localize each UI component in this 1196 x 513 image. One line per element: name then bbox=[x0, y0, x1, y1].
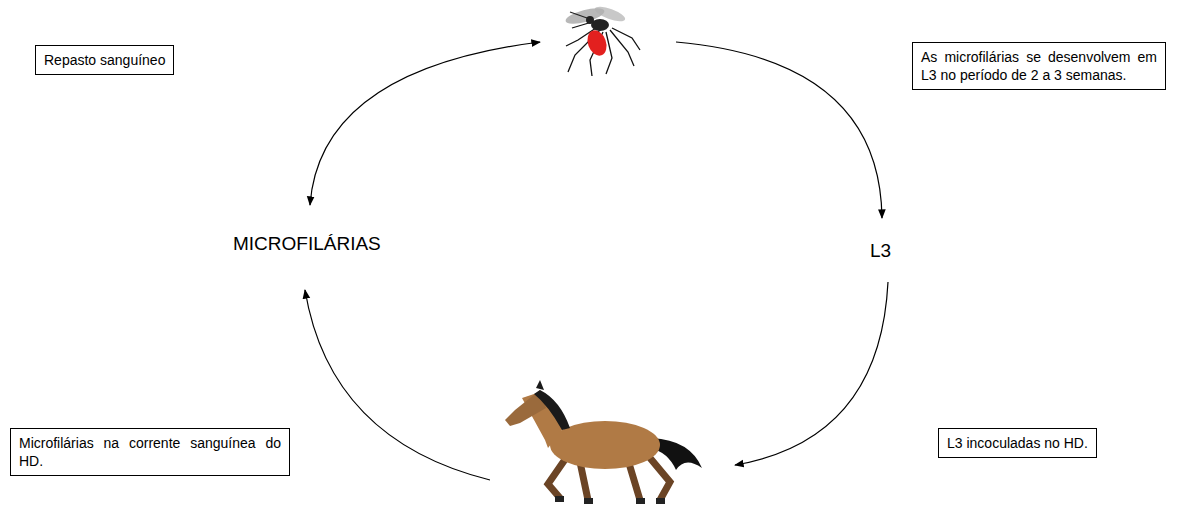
cycle-arrow bbox=[676, 42, 882, 218]
text-box: Microfilárias na corrente sanguínea do H… bbox=[10, 428, 290, 476]
text-box: Repasto sanguíneo bbox=[35, 45, 174, 75]
stage-label: MICROFILÁRIAS bbox=[233, 233, 381, 255]
box-text: As microfilárias se desenvolvem em L3 no… bbox=[921, 48, 1157, 84]
box-text: L3 incoculadas no HD. bbox=[947, 434, 1088, 452]
box-text: Microfilárias na corrente sanguínea do H… bbox=[19, 434, 281, 470]
mosquito-figure bbox=[564, 4, 640, 76]
box-text: Repasto sanguíneo bbox=[44, 51, 165, 69]
stage-label: L3 bbox=[870, 240, 891, 262]
text-box: As microfilárias se desenvolvem em L3 no… bbox=[912, 42, 1166, 90]
cycle-arrow bbox=[305, 290, 490, 480]
cycle-arrow bbox=[310, 42, 540, 205]
text-box: L3 incoculadas no HD. bbox=[938, 428, 1097, 458]
cycle-arrow bbox=[735, 282, 888, 465]
horse-figure bbox=[505, 380, 702, 504]
